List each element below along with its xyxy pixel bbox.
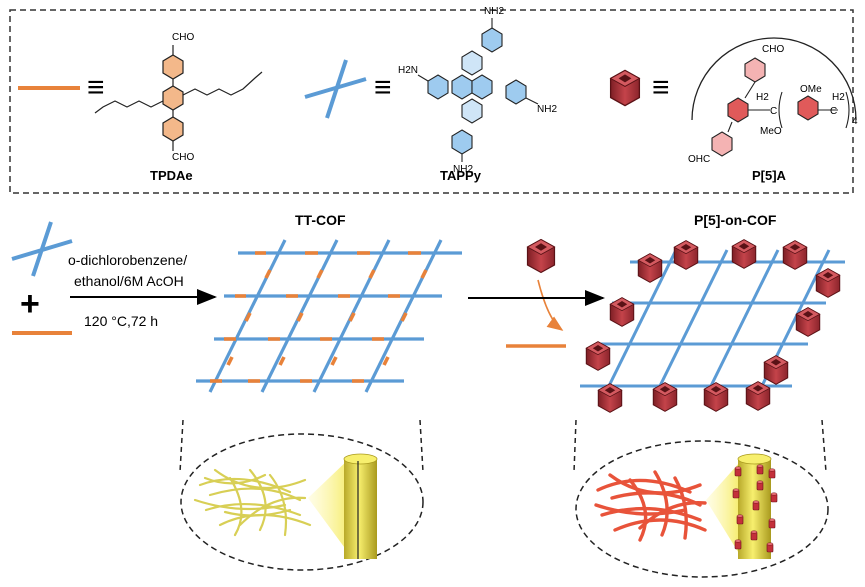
tappy-legend: ≡ NH2 H2N NH2 NH2 TAPPy: [304, 6, 557, 183]
tpdae-legend: ≡ CHO CHO TPDAe: [18, 32, 263, 183]
tpdae-cho-top: CHO: [172, 32, 194, 43]
p5a-repeat-subscript: 4: [852, 116, 858, 127]
p5a-reagent: [526, 238, 556, 274]
tpdae-cho-bottom: CHO: [172, 152, 194, 163]
p5a-structure: [711, 57, 850, 157]
p5a-legend: ≡ CHO OHC H2 C H2 C OMe MeO 4 P[5]A: [609, 37, 858, 183]
p5a-cho-top: CHO: [762, 44, 784, 55]
p5-on-cof-morphology: [573, 419, 829, 578]
yellow-cylinder: [344, 459, 377, 559]
red-fibers: [594, 470, 707, 542]
tappy-cross-line-2: [325, 59, 348, 119]
p5-on-cof-label: P[5]-on-COF: [694, 212, 777, 228]
tappy-nh2-left: H2N: [398, 65, 418, 76]
equiv-symbol: ≡: [87, 71, 105, 104]
reactant-blue-line-2: [31, 221, 53, 277]
p5a-macrocycle-arc: [691, 37, 857, 121]
red-zoom-cone: [706, 462, 740, 555]
conditions-line2: ethanol/6M AcOH: [74, 273, 184, 289]
pillar-unit: [703, 382, 729, 412]
p5-on-cof-zoom-ellipse: [575, 440, 829, 578]
equiv-symbol-3: ≡: [652, 71, 670, 104]
pillar-unit: [795, 307, 821, 337]
p5a-pillar-symbol: [609, 69, 641, 107]
tappy-nh2-bottom: NH2: [453, 164, 473, 175]
pillar-unit: [763, 355, 789, 385]
yellow-fibers: [193, 468, 312, 537]
yellow-zoom-cone: [308, 458, 350, 555]
pillar-unit: [815, 268, 841, 298]
pillar-unit: [782, 240, 808, 270]
p5a-h2-left: H2: [756, 92, 769, 103]
tpdae-structure: [94, 45, 263, 151]
pillar-unit: [673, 240, 699, 270]
tappy-name: TAPPy: [440, 168, 482, 183]
tappy-nh2-top: NH2: [484, 6, 504, 17]
tt-cof-morphology: [179, 419, 424, 571]
conditions-line1: o-dichlorobenzene/: [68, 252, 187, 268]
plus-sign: +: [20, 285, 40, 323]
tpdae-name: TPDAe: [150, 168, 193, 183]
p5a-curved-arrow: [537, 279, 564, 331]
pillar-unit: [731, 239, 757, 269]
p5a-h2-right: H2: [832, 92, 845, 103]
p5a-name: P[5]A: [752, 168, 787, 183]
pillar-unit: [585, 341, 611, 371]
pillar-unit: [609, 297, 635, 327]
p5a-ome: OMe: [800, 84, 822, 95]
tappy-nh2-right: NH2: [537, 104, 557, 115]
p5a-meo: MeO: [760, 126, 782, 137]
p5a-c-left: C: [770, 106, 777, 117]
tt-cof-label: TT-COF: [295, 212, 346, 228]
equiv-symbol-2: ≡: [374, 71, 392, 104]
legend-box: [9, 9, 854, 194]
conditions-line3: 120 °C,72 h: [84, 313, 158, 329]
p5a-cho-bottom: OHC: [688, 154, 710, 165]
pillar-unit: [597, 383, 623, 413]
pillar-unit: [745, 381, 771, 411]
p5a-c-right: C: [830, 106, 837, 117]
tappy-structure: [417, 18, 539, 162]
tt-cof-zoom-ellipse: [180, 433, 424, 571]
pillar-unit: [652, 382, 678, 412]
tt-cof-grid: [196, 239, 462, 393]
reactants: +: [11, 221, 73, 335]
pillar-unit: [637, 253, 663, 283]
